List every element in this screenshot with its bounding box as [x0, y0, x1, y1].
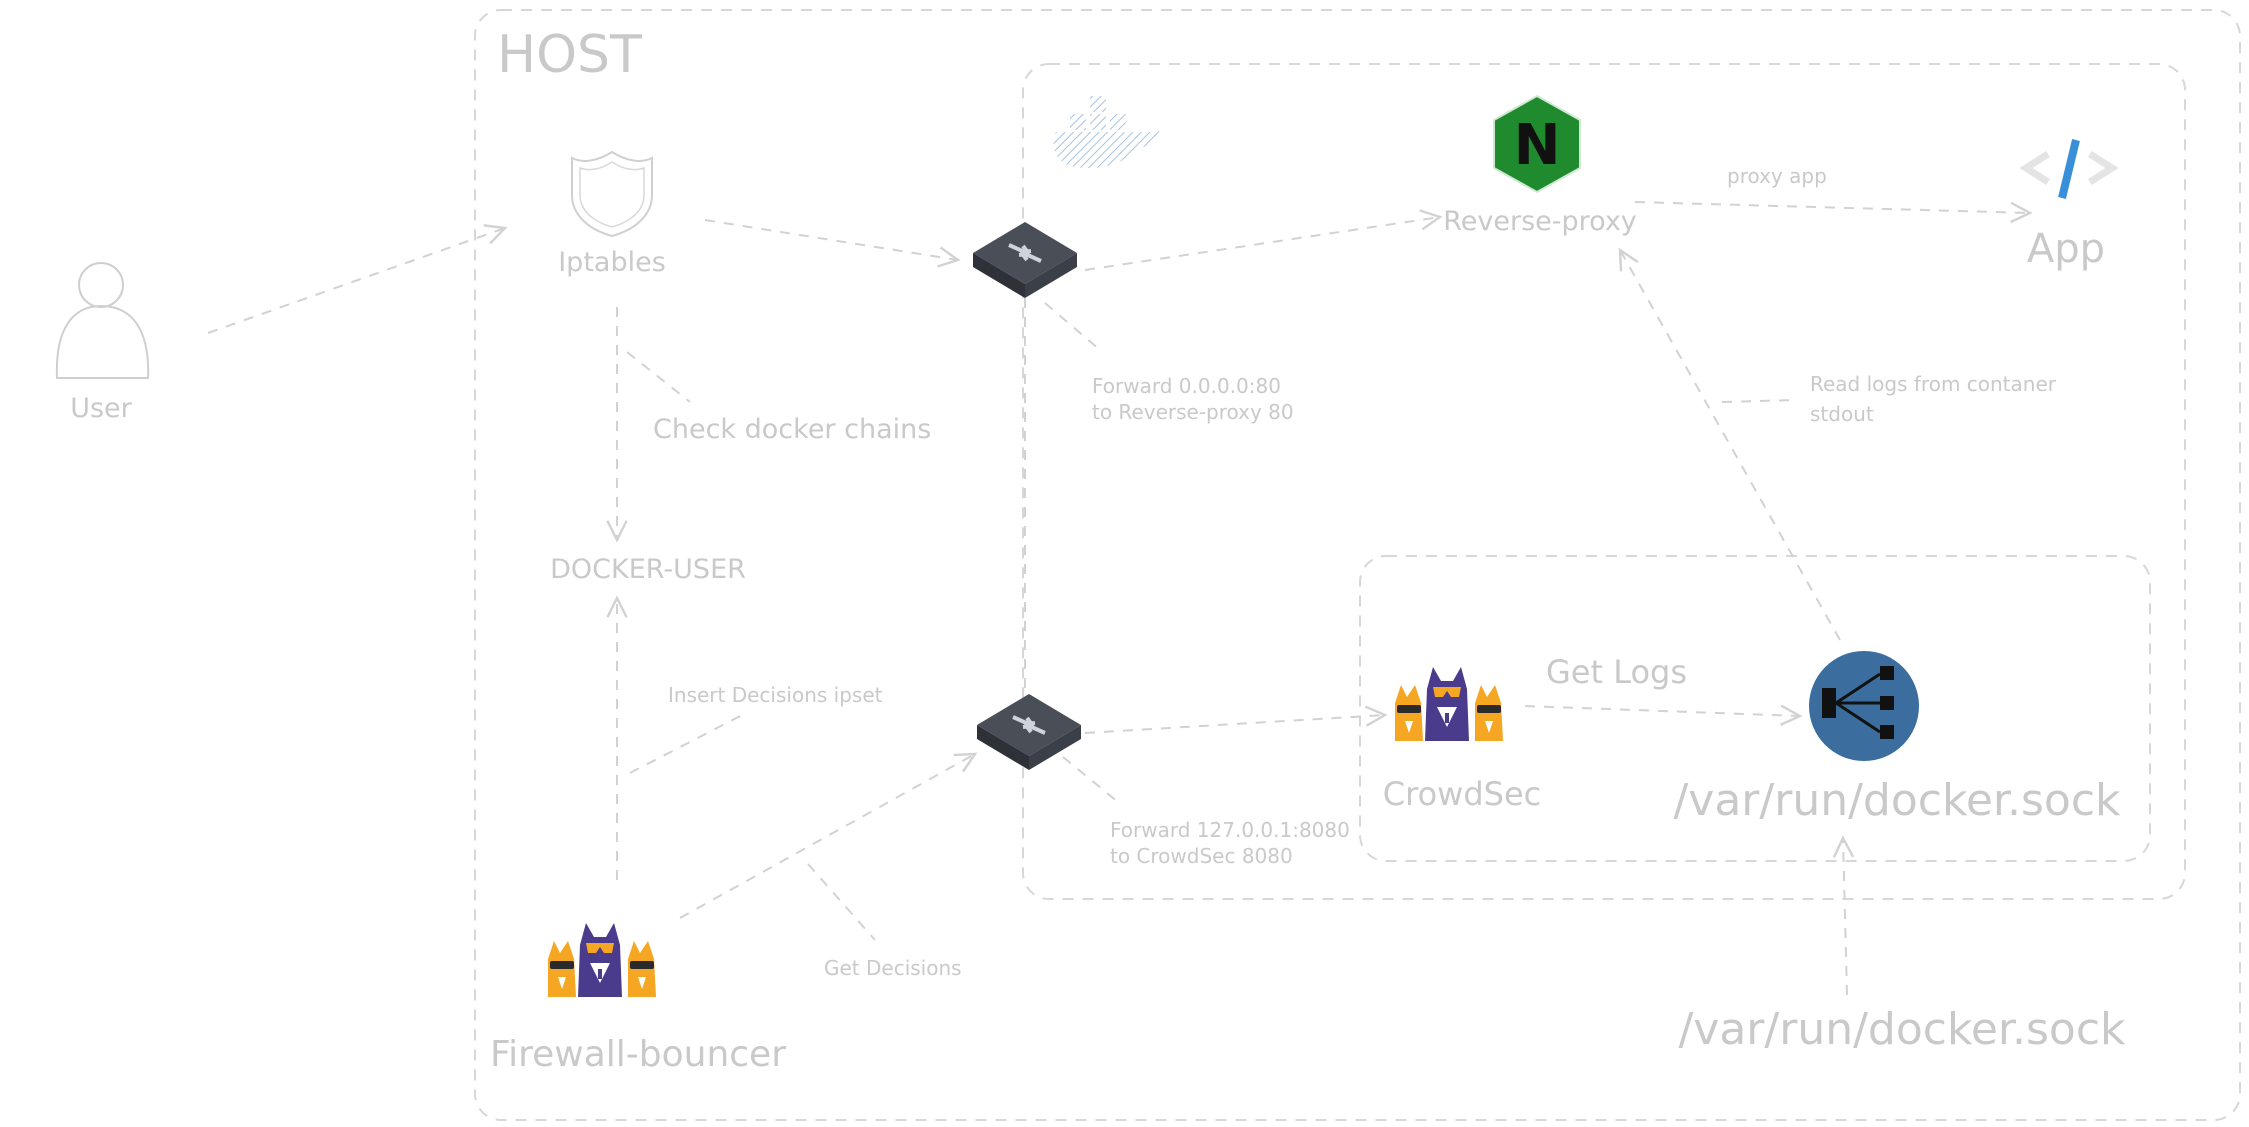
docker-whale-icon: [1053, 96, 1164, 169]
crowdsec-llamas-icon: [548, 923, 656, 997]
leader-check-docker: [626, 351, 691, 403]
firewall-bouncer-label: Firewall-bouncer: [490, 1034, 786, 1075]
forward-proxy-label-2: to Reverse-proxy 80: [1092, 400, 1294, 424]
crowdsec-group-boundary: [1359, 555, 2151, 862]
reverse-proxy-label: Reverse-proxy: [1443, 206, 1637, 237]
docker-network-boundary: [1022, 63, 2186, 900]
code-icon: [2019, 139, 2119, 199]
edge-switch2-crowdsec: [1084, 715, 1385, 734]
edge-crowdsec-dockersock: [1524, 706, 1800, 716]
docker-sock-inner-label: /var/run/docker.sock: [1673, 775, 2121, 826]
leader-insert-decisions: [629, 711, 749, 774]
crowdsec-llamas-icon: [1395, 667, 1503, 741]
get-logs-label: Get Logs: [1546, 653, 1687, 691]
forward-crowdsec-label-1: Forward 127.0.0.1:8080: [1110, 818, 1350, 842]
network-switch-icon: [977, 694, 1081, 770]
docker-sock-outer-label: /var/run/docker.sock: [1678, 1004, 2126, 1055]
shield-icon: [571, 150, 653, 238]
edge-iptables-switch: [704, 219, 958, 260]
leader-forward-proxy: [1044, 302, 1101, 351]
nginx-letter: N: [1514, 113, 1561, 178]
edge-bouncer-switch2: [679, 754, 975, 919]
crowdsec-label: CrowdSec: [1383, 775, 1541, 813]
leader-get-decisions: [807, 863, 876, 941]
app-label: App: [2027, 226, 2105, 272]
nginx-icon: N: [1493, 94, 1581, 194]
read-logs-label-1: Read logs from contaner: [1810, 372, 2057, 396]
get-decisions-label: Get Decisions: [824, 956, 962, 980]
iptables-label: Iptables: [558, 247, 666, 278]
edge-dockersock-proxy: [1620, 250, 1841, 641]
edge-user-iptables: [207, 228, 505, 334]
edge-outersock-innersock: [1843, 838, 1847, 996]
leader-read-logs: [1721, 399, 1796, 403]
connectors: [207, 201, 2030, 996]
check-docker-chains-label: Check docker chains: [653, 414, 931, 445]
docker-user-label: DOCKER-USER: [550, 554, 746, 585]
user-icon: [55, 262, 150, 379]
leader-forward-crowdsec: [1062, 756, 1119, 803]
forward-proxy-label-1: Forward 0.0.0.0:80: [1092, 374, 1281, 398]
host-boundary: [474, 9, 2241, 1121]
docker-sock-icon: [1809, 651, 1919, 761]
edge-switch-proxy: [1084, 217, 1440, 271]
proxy-app-label: proxy app: [1727, 164, 1827, 188]
user-label: User: [70, 393, 132, 424]
forward-crowdsec-label-2: to CrowdSec 8080: [1110, 844, 1293, 868]
read-logs-label-2: stdout: [1810, 402, 1874, 426]
host-title: HOST: [497, 25, 642, 85]
edge-proxy-app: [1634, 201, 2030, 213]
network-switch-icon: [973, 222, 1077, 298]
insert-decisions-label: Insert Decisions ipset: [668, 683, 883, 707]
